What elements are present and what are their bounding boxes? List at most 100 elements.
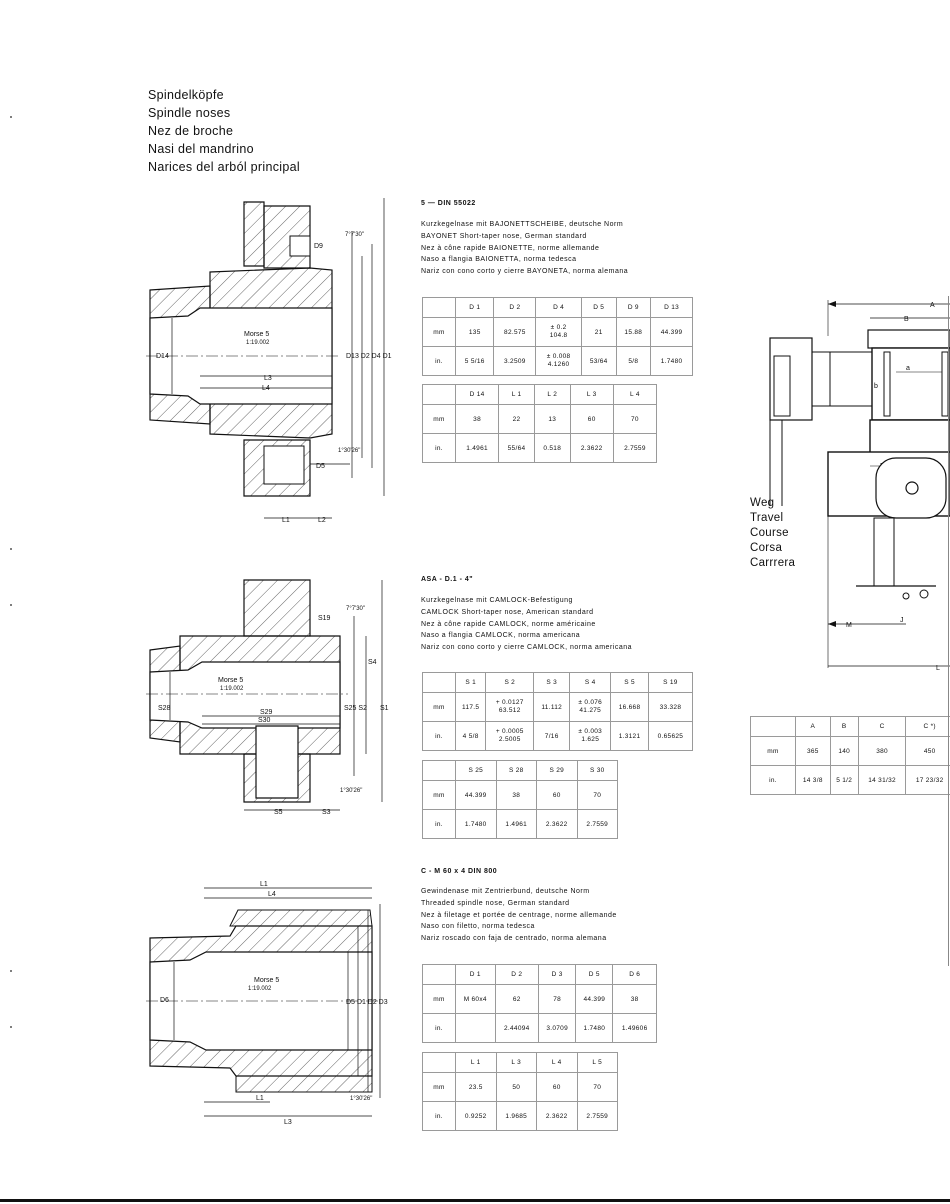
label-l4: L4: [268, 891, 276, 898]
table-header-row: D 14 L 1 L 2 L 3 L 4: [422, 384, 658, 405]
table-cell: 135: [454, 317, 495, 347]
unit-cell: mm: [422, 1072, 456, 1102]
table-cell: [422, 1052, 456, 1073]
label-d-group: D13 D2 D4 D1: [346, 353, 392, 360]
travel-labels: Weg Travel Course Corsa Carrrera: [750, 496, 795, 571]
section1-title: 5 — DIN 55022: [421, 200, 476, 207]
label-l1: L1: [282, 517, 290, 524]
table-cell: 1.4961: [454, 433, 500, 463]
label-l1: L1: [256, 1095, 264, 1102]
table-header: C *): [905, 716, 950, 737]
table-header-row: L 1 L 3 L 4 L 5: [422, 1052, 618, 1073]
table-header: S 2: [485, 672, 535, 693]
table-cell: 33.328: [647, 692, 694, 722]
table-row: mm 365 140 380 450: [750, 736, 950, 766]
table-header: D 13: [650, 297, 693, 318]
desc-line: BAYONET Short-taper nose, German standar…: [421, 232, 587, 240]
table-header-row: D 1 D 2 D 3 D 5 D 6: [422, 964, 657, 985]
desc-line: Nez à cône rapide BAIONETTE, norme allem…: [421, 244, 600, 252]
label-m: M: [846, 622, 852, 629]
table-cell: 140: [829, 736, 859, 766]
desc-line: Nez à filetage et portée de centrage, no…: [421, 911, 617, 919]
table-cell: 2.7559: [612, 433, 658, 463]
label-ratio: 1:19.002: [246, 340, 270, 346]
table-header: D 3: [538, 964, 577, 985]
unit-cell: in.: [422, 721, 456, 751]
unit-cell: in.: [422, 1101, 456, 1131]
table-cell: 22: [498, 404, 535, 434]
table-header: L 4: [536, 1052, 578, 1073]
table-header: S 3: [533, 672, 571, 693]
table-cell: [422, 384, 456, 405]
label-a-lower: a: [906, 365, 910, 372]
table-cell: ± 0.076 41.275: [569, 692, 612, 722]
table-cell: 13: [533, 404, 571, 434]
label-s30: S30: [258, 717, 271, 724]
label-angle-top: 7°7'30": [345, 232, 364, 238]
table-cell: 1.9685: [495, 1101, 537, 1131]
heading-es: Narices del arból principal: [148, 160, 300, 174]
bottom-rule: [0, 1199, 950, 1202]
table-cell: 14 3/8: [795, 765, 831, 795]
label-d14: D14: [156, 353, 169, 360]
table-header: S 5: [610, 672, 649, 693]
table-cell: 60: [536, 780, 578, 810]
table-header: D 1: [455, 964, 496, 985]
unit-cell: in.: [422, 433, 456, 463]
table-cell: [422, 672, 456, 693]
section3-table-1: D 1 D 2 D 3 D 5 D 6 mm M 60x4 62 78 44.3…: [422, 964, 657, 1043]
label-angle-bottom: 1°30'26": [350, 1096, 372, 1102]
label-l3: L3: [284, 1119, 292, 1126]
table-header: D 6: [612, 964, 657, 985]
table-cell: 1.7480: [455, 809, 497, 839]
label-d6: D6: [160, 997, 169, 1004]
table-cell: M 60x4: [455, 984, 496, 1014]
label-s1: S1: [380, 705, 389, 712]
desc-line: Nariz con cono corto y cierre BAYONETA, …: [421, 268, 629, 276]
table-cell: 23.5: [455, 1072, 497, 1102]
section3-table-2: L 1 L 3 L 4 L 5 mm 23.5 50 60 70 in. 0.9…: [422, 1052, 618, 1131]
table-cell: 38: [612, 984, 657, 1014]
unit-cell: in.: [422, 809, 456, 839]
section1-table-2: D 14 L 1 L 2 L 3 L 4 mm 38 22 13 60 70 i…: [422, 384, 658, 463]
unit-cell: mm: [422, 404, 456, 434]
table-row: in. 5 5/16 3.2509 ± 0.008 4.1260 53/64 5…: [422, 346, 693, 376]
table-cell: 2.3622: [536, 809, 578, 839]
table-cell: 70: [576, 780, 618, 810]
label-ratio: 1:19.002: [220, 686, 244, 692]
unit-cell: in.: [750, 765, 796, 795]
table-header: A: [795, 716, 831, 737]
table-cell: 1.3121: [610, 721, 649, 751]
table-cell: 0.518: [533, 433, 571, 463]
table-cell: 2.3622: [536, 1101, 578, 1131]
table-header-row: A B C C *): [750, 716, 950, 737]
margin-mark: [10, 548, 12, 550]
table-header: D 9: [615, 297, 652, 318]
section3-description: Gewindenase mit Zentrierbund, deutsche N…: [421, 886, 617, 945]
section2-description: Kurzkegelnase mit CAMLOCK-Befestigung CA…: [421, 595, 632, 654]
label-l: L: [936, 665, 940, 672]
travel-it: Corsa: [750, 542, 783, 554]
table-cell: [422, 760, 456, 781]
desc-line: Nez à cône rapide CAMLOCK, norme américa…: [421, 620, 596, 628]
label-j: J: [900, 617, 904, 624]
table-header: B: [829, 716, 859, 737]
unit-cell: mm: [422, 317, 456, 347]
travel-table: A B C C *) mm 365 140 380 450 in. 14 3/8…: [750, 716, 950, 795]
table-header-row: S 25 S 28 S 29 S 30: [422, 760, 618, 781]
label-angle-bottom: 1°30'26": [338, 448, 360, 454]
table-cell: 1.49606: [612, 1013, 657, 1043]
table-header: D 2: [494, 964, 540, 985]
label-d5: D5: [316, 463, 325, 470]
table-cell: [422, 297, 456, 318]
travel-es: Carrrera: [750, 557, 796, 569]
label-l3: L3: [264, 375, 272, 382]
table-header: D 2: [493, 297, 537, 318]
table-header: L 5: [576, 1052, 618, 1073]
label-s29: S29: [260, 709, 273, 716]
section1-table-1: D 1 D 2 D 4 D 5 D 9 D 13 mm 135 82.575 ±…: [422, 297, 693, 376]
page-heading: Spindelköpfe Spindle noses Nez de broche…: [148, 86, 300, 176]
table-header-row: S 1 S 2 S 3 S 4 S 5 S 19: [422, 672, 694, 693]
table-header: L 3: [495, 1052, 537, 1073]
table-header: S 29: [536, 760, 578, 781]
